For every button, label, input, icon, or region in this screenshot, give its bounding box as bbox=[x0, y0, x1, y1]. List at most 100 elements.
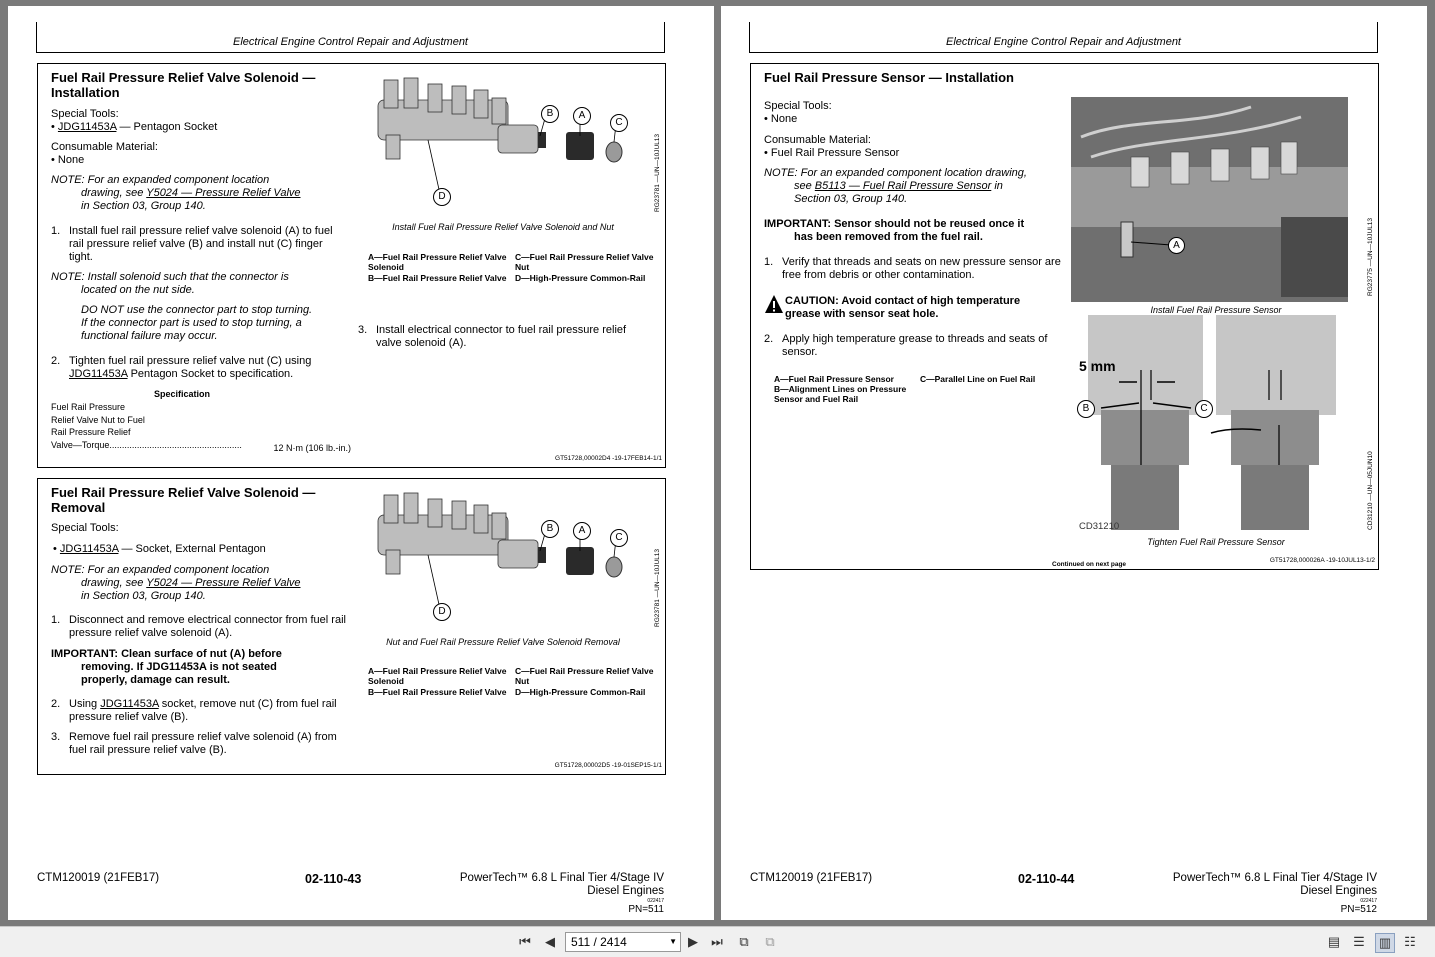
tool-link[interactable]: JDG11453A bbox=[57, 121, 117, 133]
figure-id: RG23775 —UN—10JUL13 bbox=[1367, 217, 1374, 296]
note: NOTE: For an expanded component location… bbox=[764, 167, 1027, 205]
relief-valve-illustration bbox=[377, 77, 623, 195]
step-number: 2. bbox=[764, 333, 774, 345]
viewer-toolbar: ⏮ ◀ 511 / 2414▼ ▶ ⏭ ⧉ ⧉ ▤ ☰ ▥ ☷ bbox=[0, 926, 1435, 957]
page-number-input[interactable]: 511 / 2414▼ bbox=[565, 932, 681, 952]
consumable-item: • None bbox=[51, 154, 85, 166]
go-back-icon[interactable]: ⧉ bbox=[739, 934, 749, 949]
sensor-section: Fuel Rail Pressure Sensor — Installation… bbox=[750, 63, 1379, 570]
tool-link[interactable]: JDG11453A bbox=[69, 368, 128, 380]
special-tool-item: • None bbox=[764, 113, 798, 125]
callout-a: A bbox=[573, 522, 591, 540]
callout-c: C bbox=[1195, 400, 1213, 418]
spec-heading: Specification bbox=[154, 389, 211, 399]
previous-page-button[interactable]: ◀ bbox=[545, 934, 555, 949]
step-3: Remove fuel rail pressure relief valve s… bbox=[69, 731, 337, 756]
note-link[interactable]: Y5024 — Pressure Relief Valve bbox=[146, 577, 301, 589]
continuous-view-icon[interactable]: ☰ bbox=[1353, 934, 1365, 949]
caution-text: CAUTION: Avoid contact of high temperatu… bbox=[785, 295, 1021, 320]
special-tools-label: Special Tools: bbox=[764, 100, 832, 112]
chevron-down-icon[interactable]: ▼ bbox=[669, 937, 677, 946]
tool-link[interactable]: JDG11453A bbox=[59, 543, 119, 555]
reference-id: GT51728,00002D5 -19-01SEP15-1/1 bbox=[554, 762, 662, 769]
page-number: 02-110-43 bbox=[305, 872, 362, 886]
step-2: Apply high temperature grease to threads… bbox=[782, 333, 1048, 358]
callout-c: C bbox=[610, 529, 628, 547]
legend-c: C—Fuel Rail Pressure Relief Valve Nut bbox=[515, 666, 654, 686]
step-number: 3. bbox=[358, 324, 368, 336]
section-title: Fuel Rail Pressure Relief Valve Solenoid… bbox=[51, 485, 316, 515]
first-page-button[interactable]: ⏮ bbox=[519, 934, 531, 949]
step-1: Disconnect and remove electrical connect… bbox=[69, 614, 346, 639]
right-page: Electrical Engine Control Repair and Adj… bbox=[721, 6, 1427, 920]
step-2: Tighten fuel rail pressure relief valve … bbox=[69, 355, 312, 380]
go-forward-icon[interactable]: ⧉ bbox=[765, 934, 775, 949]
figure-caption: Tighten Fuel Rail Pressure Sensor bbox=[1147, 537, 1285, 547]
special-tools-label: Special Tools: bbox=[51, 522, 119, 534]
callout-a: A bbox=[573, 107, 591, 125]
step-1: Verify that threads and seats on new pre… bbox=[782, 256, 1061, 281]
step-number: 1. bbox=[51, 225, 61, 237]
page-header: Electrical Engine Control Repair and Adj… bbox=[36, 22, 665, 53]
last-page-button[interactable]: ⏭ bbox=[711, 934, 723, 949]
note-warning: DO NOT use the connector part to stop tu… bbox=[81, 304, 313, 342]
spec-table: Fuel Rail Pressure Relief Valve Nut to F… bbox=[51, 402, 351, 453]
two-page-view-icon[interactable]: ▥ bbox=[1375, 933, 1395, 953]
note: NOTE: For an expanded component location… bbox=[51, 174, 301, 212]
consumable-item: • Fuel Rail Pressure Sensor bbox=[764, 147, 900, 159]
legend-b: B—Fuel Rail Pressure Relief Valve bbox=[368, 687, 507, 697]
sensor-alignment-photo bbox=[1071, 315, 1348, 530]
section-title: Fuel Rail Pressure Sensor — Installation bbox=[764, 70, 1014, 85]
legend-b: B—Alignment Lines on Pressure Sensor and… bbox=[774, 384, 907, 404]
legend-c: C—Parallel Line on Fuel Rail bbox=[920, 374, 1036, 384]
removal-section: Fuel Rail Pressure Relief Valve Solenoid… bbox=[37, 478, 666, 775]
callout-b: B bbox=[541, 520, 559, 538]
doc-id: CTM120019 (21FEB17) bbox=[750, 872, 873, 884]
two-page-continuous-view-icon[interactable]: ☷ bbox=[1404, 934, 1416, 949]
figure-caption: Install Fuel Rail Pressure Relief Valve … bbox=[392, 222, 614, 232]
callout-b: B bbox=[1077, 400, 1095, 418]
note-link[interactable]: Y5024 — Pressure Relief Valve bbox=[146, 187, 301, 199]
step-3: Install electrical connector to fuel rai… bbox=[376, 324, 627, 349]
figure-id: RG23781 —UN—10JUL13 bbox=[654, 548, 661, 627]
left-page: Electrical Engine Control Repair and Adj… bbox=[8, 6, 714, 920]
install-section: Fuel Rail Pressure Relief Valve Solenoid… bbox=[37, 63, 666, 468]
step-number: 3. bbox=[51, 731, 61, 743]
step-2: Using JDG11453A socket, remove nut (C) f… bbox=[69, 698, 337, 723]
figure-id: CD31210 —UN—05JUN10 bbox=[1367, 451, 1374, 530]
note: NOTE: For an expanded component location… bbox=[51, 564, 301, 602]
legend-a: A—Fuel Rail Pressure Relief Valve Soleno… bbox=[368, 252, 507, 272]
legend-a: A—Fuel Rail Pressure Sensor bbox=[774, 374, 894, 384]
step-number: 1. bbox=[764, 256, 774, 268]
callout-d: D bbox=[433, 603, 451, 621]
figure-caption: Nut and Fuel Rail Pressure Relief Valve … bbox=[386, 637, 620, 647]
callout-d: D bbox=[433, 188, 451, 206]
consumable-label: Consumable Material: bbox=[764, 134, 871, 146]
doc-id: CTM120019 (21FEB17) bbox=[37, 872, 160, 884]
special-tools-label: Special Tools: bbox=[51, 108, 119, 120]
special-tool-item: • JDG11453A — Pentagon Socket bbox=[51, 121, 218, 133]
note: NOTE: Install solenoid such that the con… bbox=[51, 271, 289, 296]
caution-icon bbox=[765, 295, 783, 313]
tool-link[interactable]: JDG11453A bbox=[100, 698, 159, 710]
figure-caption: Install Fuel Rail Pressure Sensor bbox=[1150, 305, 1282, 315]
legend-a: A—Fuel Rail Pressure Relief Valve Soleno… bbox=[368, 666, 507, 686]
relief-valve-illustration bbox=[377, 492, 623, 610]
step-number: 1. bbox=[51, 614, 61, 626]
dimension-label: 5 mm bbox=[1079, 358, 1116, 374]
note-link[interactable]: B5113 — Fuel Rail Pressure Sensor bbox=[814, 180, 992, 192]
figure-id: RG23781 —UN—10JUL13 bbox=[654, 133, 661, 212]
step-number: 2. bbox=[51, 355, 61, 367]
legend-d: D—High-Pressure Common-Rail bbox=[515, 273, 646, 283]
step-1: Install fuel rail pressure relief valve … bbox=[69, 225, 333, 263]
single-page-view-icon[interactable]: ▤ bbox=[1327, 934, 1341, 949]
callout-a: A bbox=[1168, 237, 1185, 254]
next-page-button[interactable]: ▶ bbox=[688, 934, 698, 949]
legend-c: C—Fuel Rail Pressure Relief Valve Nut bbox=[515, 252, 654, 272]
step-number: 2. bbox=[51, 698, 61, 710]
reference-id: GT51728,00002D4 -19-17FEB14-1/1 bbox=[555, 455, 662, 462]
special-tool-item: • JDG11453A — Socket, External Pentagon bbox=[53, 543, 266, 555]
important: IMPORTANT: Sensor should not be reused o… bbox=[764, 218, 1025, 243]
engine-photo bbox=[1071, 97, 1348, 302]
